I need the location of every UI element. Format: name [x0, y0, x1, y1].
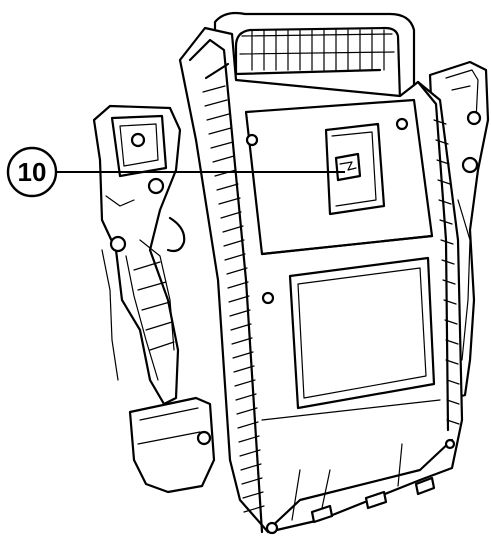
- label-recess: [288, 256, 436, 410]
- main-housing: [178, 26, 464, 535]
- callout-number: 10: [18, 157, 47, 187]
- foot: [414, 476, 436, 496]
- left-cable-clamp: [92, 104, 186, 406]
- screw-bottom-left: [265, 521, 279, 535]
- carry-handle: [213, 11, 416, 110]
- foot: [310, 504, 334, 524]
- callout-10: 10: [6, 146, 345, 198]
- screw-upper-right: [395, 117, 409, 131]
- cable-stow-block: [128, 396, 216, 494]
- foot: [364, 490, 388, 510]
- screw-bottom-right: [444, 438, 456, 450]
- screw-upper-left: [245, 133, 259, 147]
- handle-grip-ridges: [251, 29, 385, 71]
- right-bumper-ribs: [433, 119, 460, 425]
- hanger-slot: [324, 122, 386, 216]
- left-bumper-ribs: [202, 85, 265, 513]
- screw-left-mid: [261, 291, 275, 305]
